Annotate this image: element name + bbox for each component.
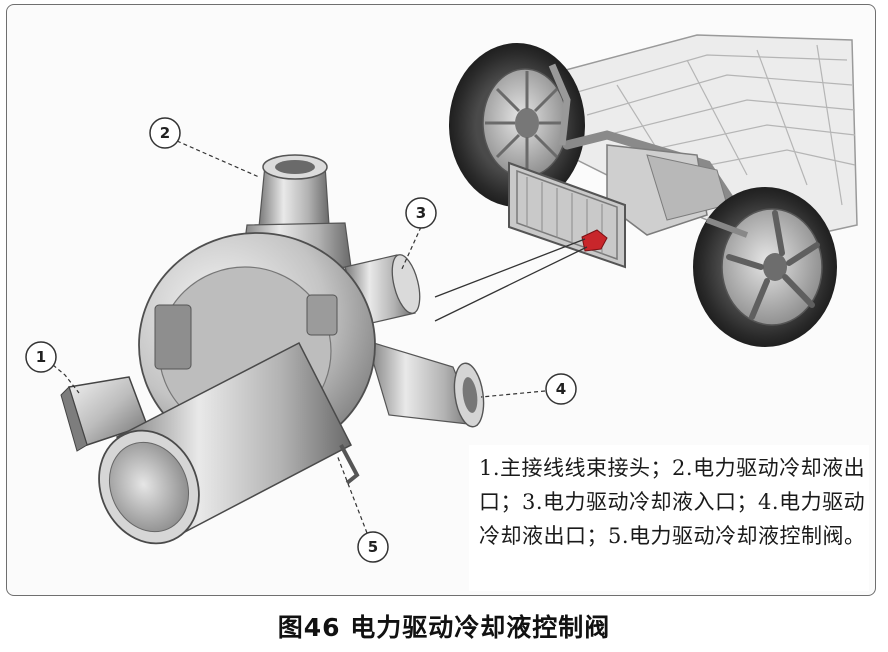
legend-background <box>469 445 869 591</box>
rear-wheel <box>449 43 585 207</box>
leader-line-4 <box>480 390 546 398</box>
callout-2: 2 <box>149 117 181 149</box>
callout-2-label: 2 <box>160 124 170 142</box>
callout-group <box>52 140 546 534</box>
callout-1-label: 1 <box>36 348 46 366</box>
callout-5: 5 <box>357 531 389 563</box>
coolant-control-valve-illustration <box>60 154 485 545</box>
leader-line-1 <box>52 364 80 394</box>
actuator-cylinder <box>98 341 360 545</box>
harness-connector <box>60 376 148 452</box>
callout-1: 1 <box>25 341 57 373</box>
callout-3-label: 3 <box>416 204 426 222</box>
leader-line-3 <box>400 226 422 272</box>
drive-unit <box>606 144 728 236</box>
callout-5-label: 5 <box>368 538 378 556</box>
callout-4-label: 4 <box>556 380 566 398</box>
inverter-box <box>508 161 626 269</box>
outlet-pipe-right <box>366 340 485 428</box>
callout-4: 4 <box>545 373 577 405</box>
figure-title: 图46 电力驱动冷却液控制阀 <box>277 613 611 642</box>
figure-frame: 1 2 3 4 5 1.主接线线束接头；2.电力驱动冷却液出口；3.电力驱动冷却… <box>6 4 876 596</box>
diagram-canvas: 1 2 3 4 5 <box>25 34 858 563</box>
zoom-leader-lines <box>434 238 588 322</box>
leader-line-2 <box>176 140 260 178</box>
front-wheel <box>693 187 837 347</box>
legend-text: 1.主接线线束接头；2.电力驱动冷却液出口；3.电力驱动冷却液入口；4.电力驱动… <box>479 456 866 548</box>
vehicle-chassis-illustration <box>449 34 858 347</box>
callout-3: 3 <box>405 197 437 229</box>
